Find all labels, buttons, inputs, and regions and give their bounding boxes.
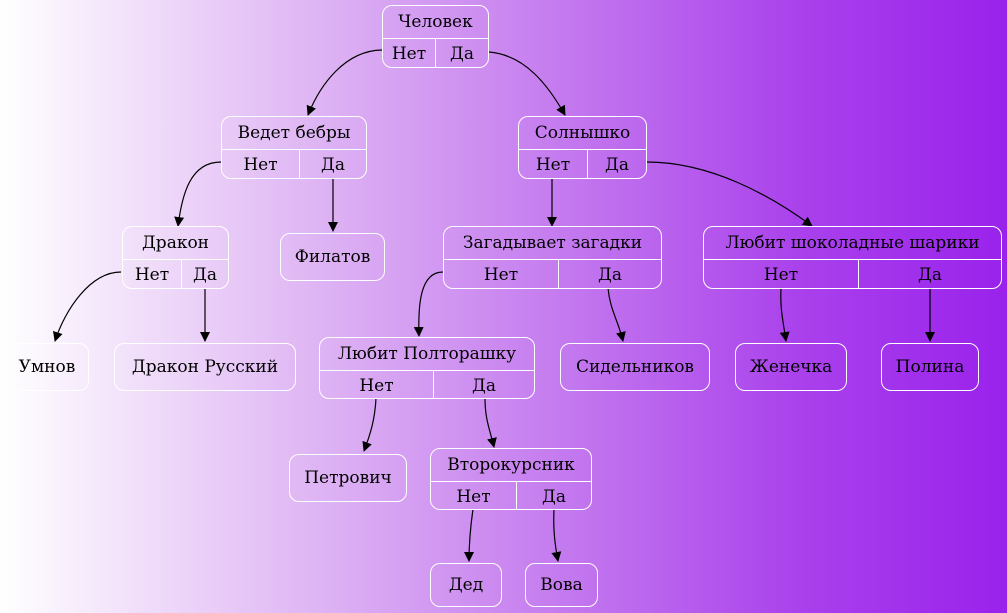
node-chelovek-title: Человек — [383, 6, 488, 39]
leaf-polina: Полина — [881, 343, 979, 391]
leaf-vova: Вова — [525, 563, 598, 607]
edge-poltorashku-yes — [484, 397, 497, 448]
node-zagadki-yes: Да — [558, 260, 661, 288]
node-shariki-title: Любит шоколадные шарики — [704, 227, 1001, 260]
edge-chelovek-yes — [488, 51, 566, 116]
node-zagadki-title: Загадывает загадки — [444, 227, 661, 260]
node-poltorashku-yes: Да — [433, 371, 534, 398]
node-drakon-title: Дракон — [123, 227, 228, 260]
node-solnyshko-no: Нет — [535, 155, 571, 175]
node-shariki-yes: Да — [858, 260, 1001, 288]
edge-zagadki-no — [413, 271, 444, 337]
node-vtorokursnik-title: Второкурсник — [431, 449, 591, 482]
node-vedet-bebry-yes: Да — [299, 150, 366, 178]
node-chelovek-yes: Да — [435, 39, 488, 67]
node-shariki-no: Нет — [763, 265, 799, 285]
leaf-umnov: Умнов — [5, 343, 89, 391]
node-solnyshko: Солнышко Нет Да — [518, 116, 647, 179]
node-drakon-yes: Да — [181, 260, 228, 288]
node-poltorashku: Любит Полторашку Нет Да — [319, 337, 535, 399]
leaf-filatov: Филатов — [280, 233, 385, 281]
edge-vedet-no — [174, 161, 222, 227]
leaf-petrovich: Петрович — [289, 454, 407, 502]
node-vtorokursnik-no: Нет — [456, 487, 491, 507]
edge-zagadki-yes — [607, 287, 626, 342]
node-vedet-bebry-no: Нет — [243, 155, 278, 175]
node-vtorokursnik: Второкурсник Нет Да — [430, 448, 592, 510]
node-drakon-no: Нет — [134, 265, 170, 285]
node-vtorokursnik-yes: Да — [516, 482, 591, 509]
edge-chelovek-no — [306, 49, 384, 116]
edge-vtorokursnik-yes — [551, 508, 562, 562]
node-chelovek-no: Нет — [391, 44, 427, 64]
node-solnyshko-title: Солнышко — [519, 117, 646, 150]
node-vedet-bebry-title: Ведет бебры — [222, 117, 366, 150]
leaf-drakon-russkiy: Дракон Русский — [114, 343, 296, 391]
edge-drakon-no — [53, 271, 122, 342]
node-poltorashku-no: Нет — [359, 376, 394, 396]
leaf-zhenechka: Женечка — [735, 343, 847, 391]
node-poltorashku-title: Любит Полторашку — [320, 338, 534, 371]
node-solnyshko-yes: Да — [587, 150, 646, 178]
node-vedet-bebry: Ведет бебры Нет Да — [221, 116, 367, 179]
node-shariki: Любит шоколадные шарики Нет Да — [703, 226, 1002, 289]
edge-shariki-no — [779, 287, 790, 342]
node-drakon: Дракон Нет Да — [122, 226, 229, 289]
node-zagadki: Загадывает загадки Нет Да — [443, 226, 662, 289]
leaf-ded: Дед — [430, 563, 502, 607]
leaf-sidelnikov: Сидельников — [560, 343, 710, 391]
edge-vtorokursnik-no — [464, 508, 475, 562]
edge-poltorashku-no — [362, 397, 377, 452]
edge-solnyshko-yes — [646, 161, 813, 227]
node-zagadki-no: Нет — [483, 265, 519, 285]
node-chelovek: Человек Нет Да — [382, 5, 489, 68]
